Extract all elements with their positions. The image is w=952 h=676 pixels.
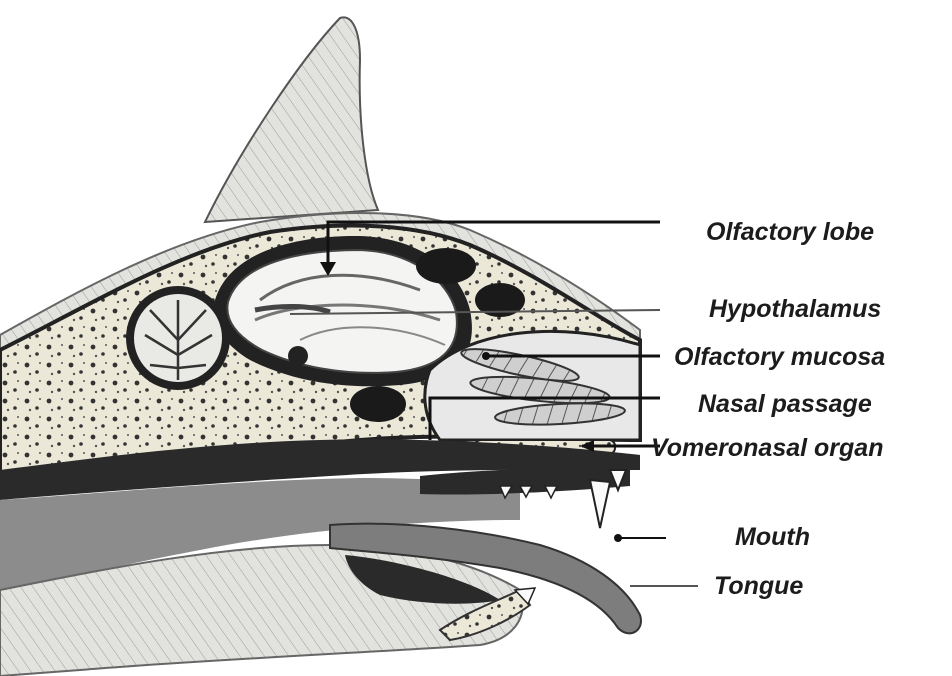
ear bbox=[205, 17, 378, 222]
label-olfactory-mucosa: Olfactory mucosa bbox=[674, 343, 885, 371]
label-mouth: Mouth bbox=[735, 523, 810, 551]
cerebellum bbox=[126, 286, 230, 390]
label-tongue: Tongue bbox=[714, 572, 803, 600]
label-olfactory-lobe: Olfactory lobe bbox=[706, 218, 874, 246]
dot-olfactory-mucosa bbox=[482, 352, 490, 360]
labels: Olfactory lobe Hypothalamus Olfactory mu… bbox=[651, 218, 885, 600]
label-nasal-passage: Nasal passage bbox=[698, 390, 872, 418]
label-hypothalamus: Hypothalamus bbox=[709, 295, 881, 323]
dot-mouth bbox=[614, 534, 622, 542]
label-vomeronasal-organ: Vomeronasal organ bbox=[651, 434, 883, 462]
